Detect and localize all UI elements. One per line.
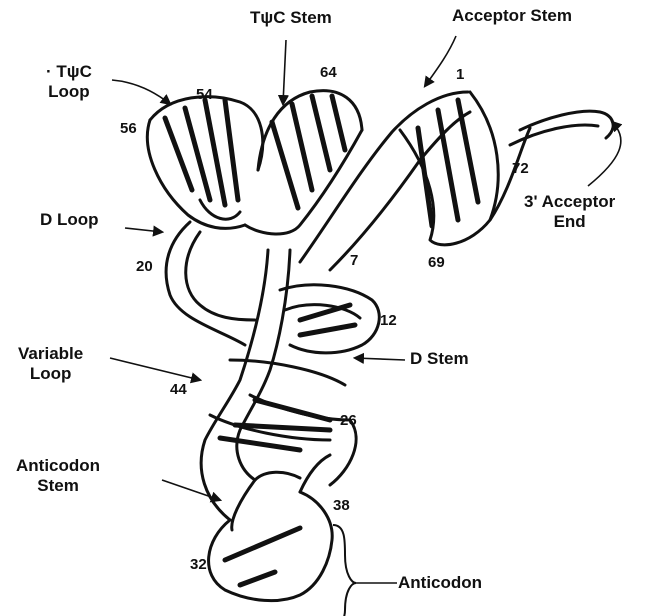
residue-number-54: 54 [196, 86, 213, 103]
anticodon-stem-label: Anticodon Stem [16, 456, 100, 495]
d-stem-label: D Stem [410, 349, 469, 369]
residue-number-1: 1 [456, 66, 464, 83]
variable-loop-label: Variable Loop [18, 344, 83, 383]
residue-number-72: 72 [512, 160, 529, 177]
residue-number-44: 44 [170, 381, 187, 398]
anticodon-bracket [333, 525, 356, 616]
tpsic-stem-label: TψC Stem [250, 8, 332, 28]
tpsic-loop-label: · TψC Loop [46, 62, 92, 101]
residue-number-38: 38 [333, 497, 350, 514]
residue-number-64: 64 [320, 64, 337, 81]
residue-number-12: 12 [380, 312, 397, 329]
residue-number-69: 69 [428, 254, 445, 271]
residue-number-26: 26 [340, 412, 357, 429]
residue-number-7: 7 [350, 252, 358, 269]
residue-number-20: 20 [136, 258, 153, 275]
residue-number-56: 56 [120, 120, 137, 137]
residue-number-32: 32 [190, 556, 207, 573]
acceptor-end-label: 3' Acceptor End [524, 192, 615, 231]
d-loop-label: D Loop [40, 210, 99, 230]
acceptor-stem-label: Acceptor Stem [452, 6, 572, 26]
anticodon-label: Anticodon [398, 573, 482, 593]
base-pair-rungs [165, 96, 478, 585]
